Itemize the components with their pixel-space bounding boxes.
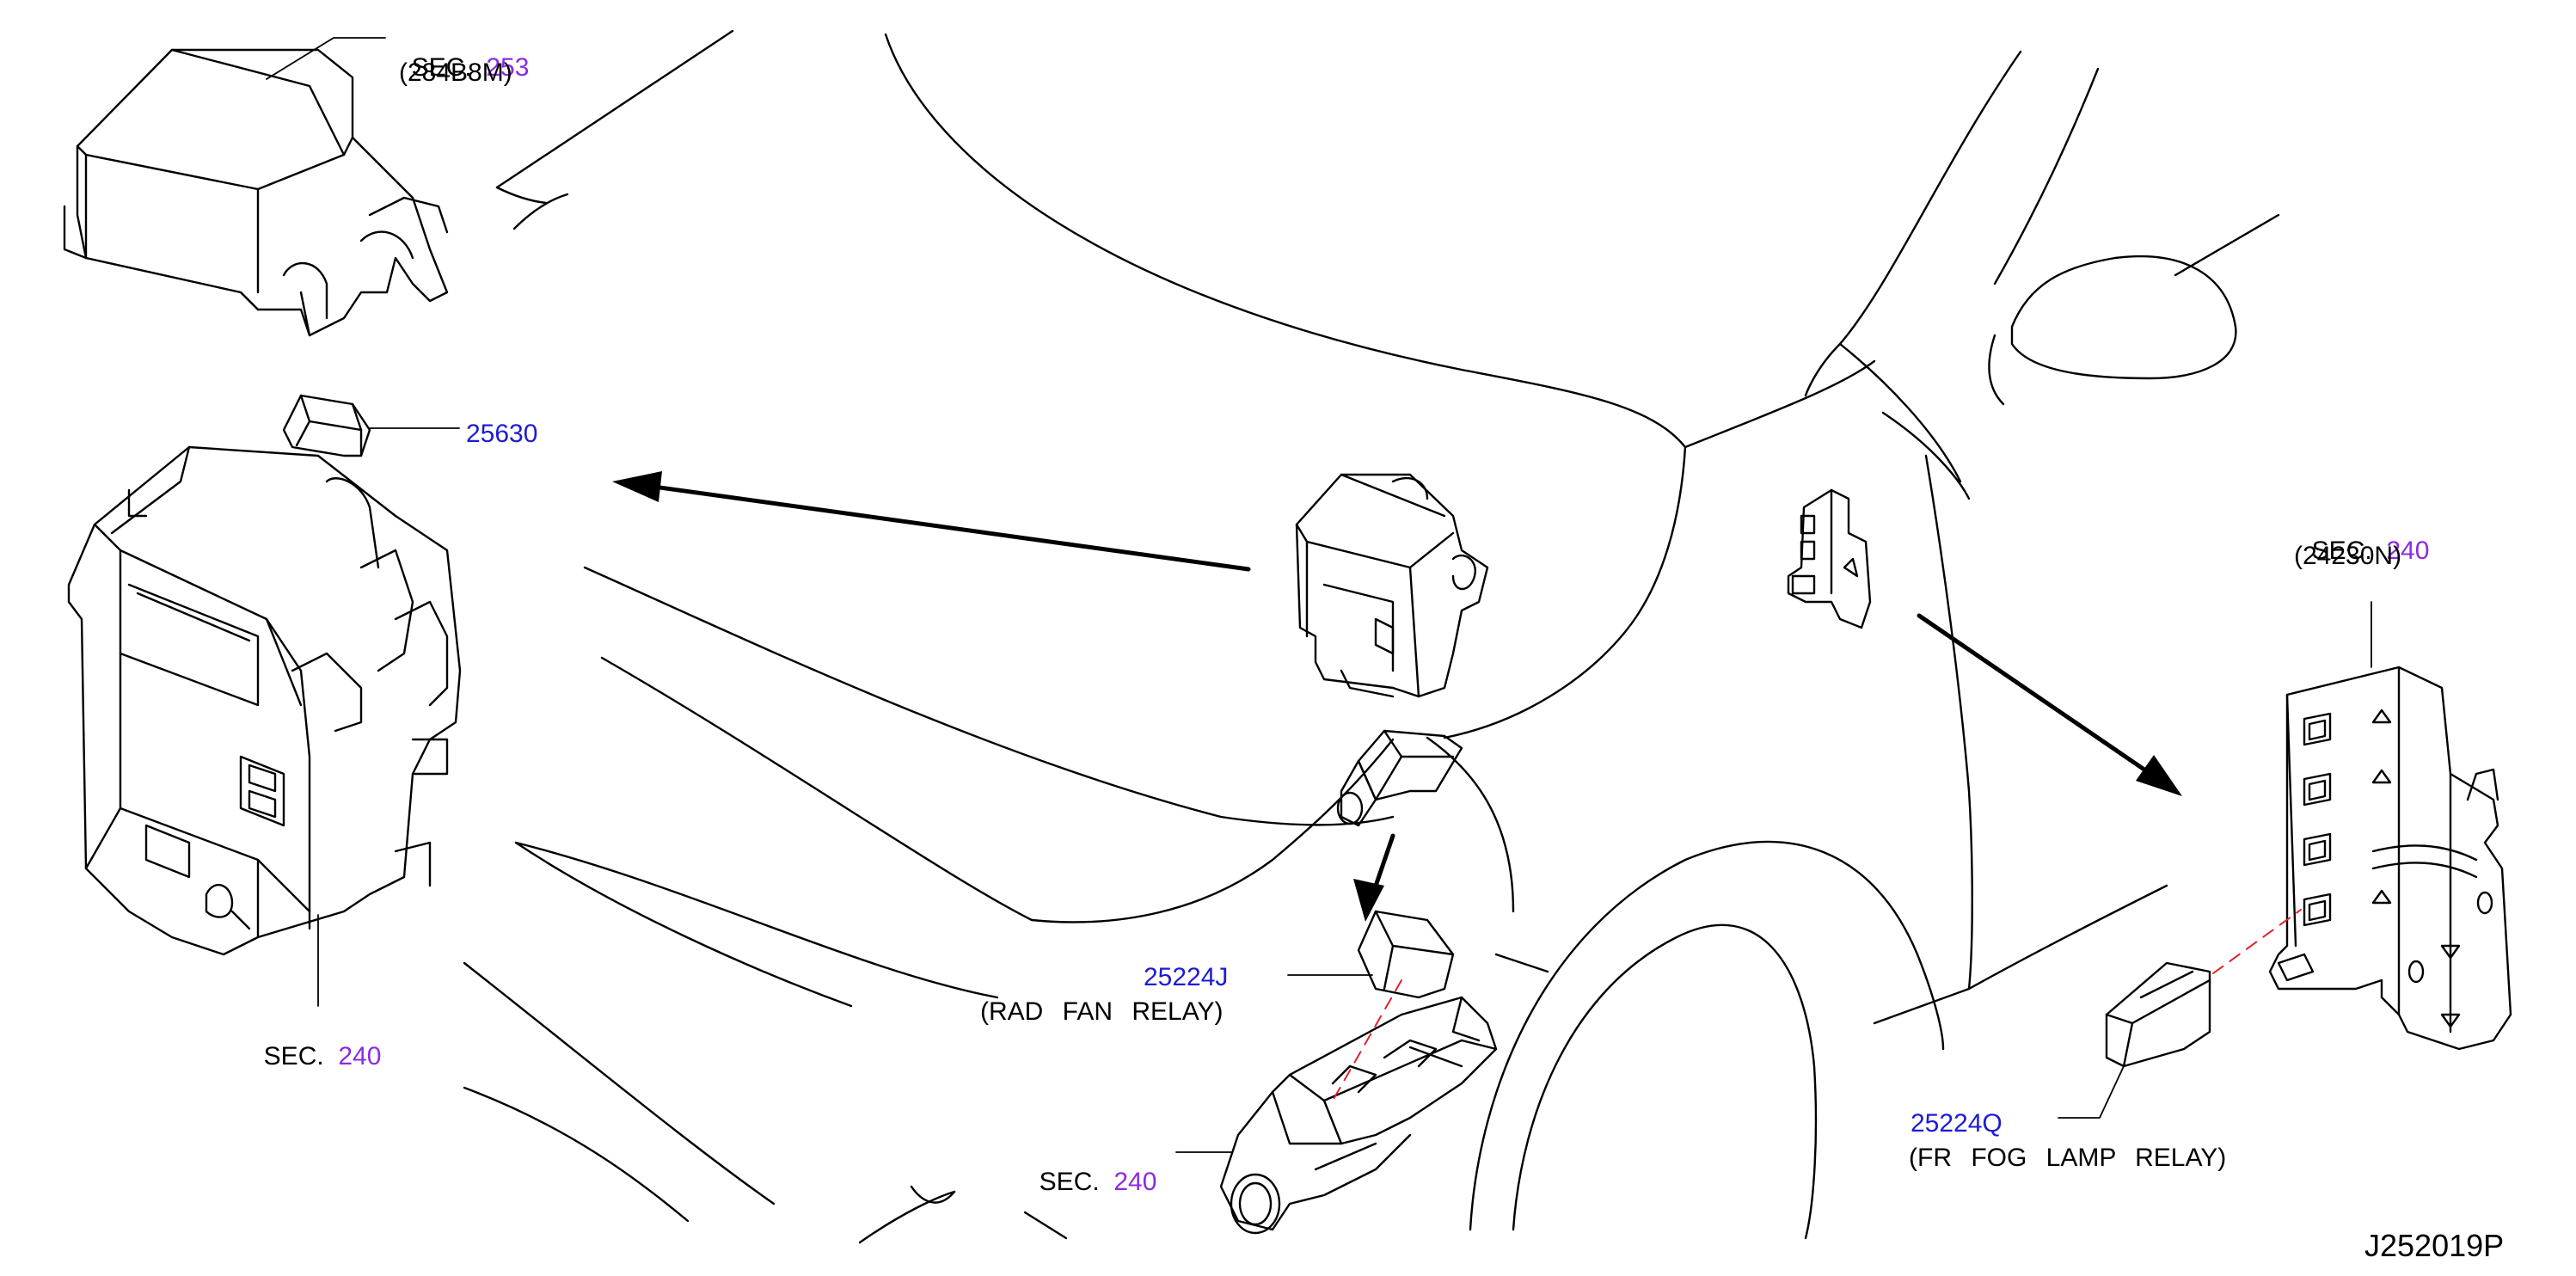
part-number-25224Q: 25224Q — [1911, 1109, 2003, 1138]
relay-bracket-24230N — [2268, 666, 2512, 1051]
arrow-heads — [612, 471, 2182, 922]
relay-bracket-connector — [1336, 729, 1463, 827]
fender-bracket-small — [1787, 488, 1872, 629]
callout-sec-240-right: SEC. 240 — [2297, 507, 2430, 566]
part-number-25224J: 25224J — [1144, 963, 1229, 991]
leader-lines — [266, 37, 2372, 1153]
section-number-240: 240 — [338, 1042, 382, 1070]
callout-sec-240-center: SEC. 240 — [1025, 1138, 1157, 1197]
part-number-284B8M: (284B8M) — [399, 58, 512, 87]
engine-bay-relay-box — [1295, 473, 1489, 698]
section-number-240: 240 — [2386, 537, 2430, 565]
sec-prefix: SEC. — [2311, 537, 2372, 565]
sec-prefix: SEC. — [263, 1042, 324, 1070]
main-relay-box — [67, 445, 462, 956]
dashed-insertion-lines — [1332, 909, 2302, 1101]
diagram-code: J252019P — [2364, 1228, 2505, 1263]
relay-box-cover — [63, 48, 449, 337]
vehicle-body-outline — [463, 29, 2280, 1244]
section-number-253: 253 — [486, 53, 530, 82]
fog-lamp-relay — [2105, 961, 2211, 1068]
rad-fan-relay-label: (RAD FAN RELAY) — [980, 997, 1224, 1026]
relay-25630 — [282, 394, 371, 457]
sec-prefix: SEC. — [411, 53, 472, 82]
part-number-25630: 25630 — [466, 420, 538, 448]
section-number-240: 240 — [1113, 1168, 1157, 1196]
callout-sec-240-left: SEC. 240 — [249, 1013, 382, 1071]
part-number-24230N: (24230N) — [2294, 542, 2402, 570]
sec-prefix: SEC. — [1039, 1168, 1100, 1196]
rad-fan-relay-assembly — [1219, 910, 1498, 1235]
callout-sec-253: SEC. 253 — [397, 24, 530, 83]
fr-fog-lamp-relay-label: (FR FOG LAMP RELAY) — [1909, 1144, 2227, 1172]
